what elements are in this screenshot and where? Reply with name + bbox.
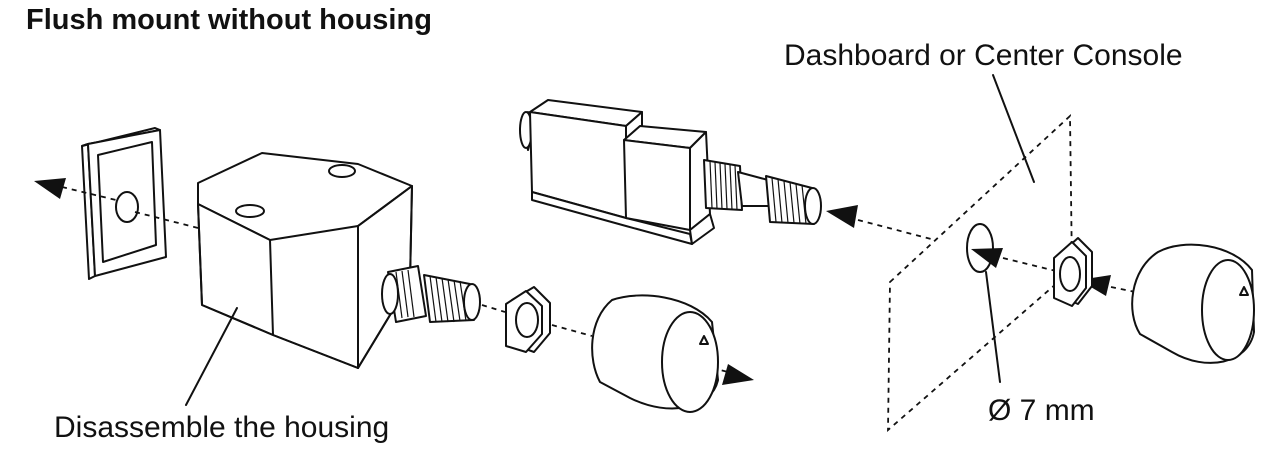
hex-nut-right bbox=[1053, 237, 1093, 307]
housing-block bbox=[197, 152, 413, 369]
dashboard-label: Dashboard or Center Console bbox=[784, 39, 1183, 72]
module-insert-arrow bbox=[826, 205, 936, 241]
cover-plate-exit-arrow bbox=[34, 178, 215, 233]
diagram-title: Flush mount without housing bbox=[26, 4, 432, 36]
disassemble-label: Disassemble the housing bbox=[54, 411, 390, 444]
cover-plate bbox=[81, 127, 167, 280]
diameter-label: Ø 7 mm bbox=[988, 394, 1095, 427]
knob-right bbox=[1131, 243, 1255, 364]
knob-left bbox=[591, 294, 719, 413]
left-exploded-path bbox=[481, 304, 754, 385]
control-module bbox=[519, 99, 822, 245]
disassemble-leader-line bbox=[185, 307, 238, 406]
hex-nut-left bbox=[505, 286, 551, 353]
housing-shaft bbox=[381, 265, 481, 323]
